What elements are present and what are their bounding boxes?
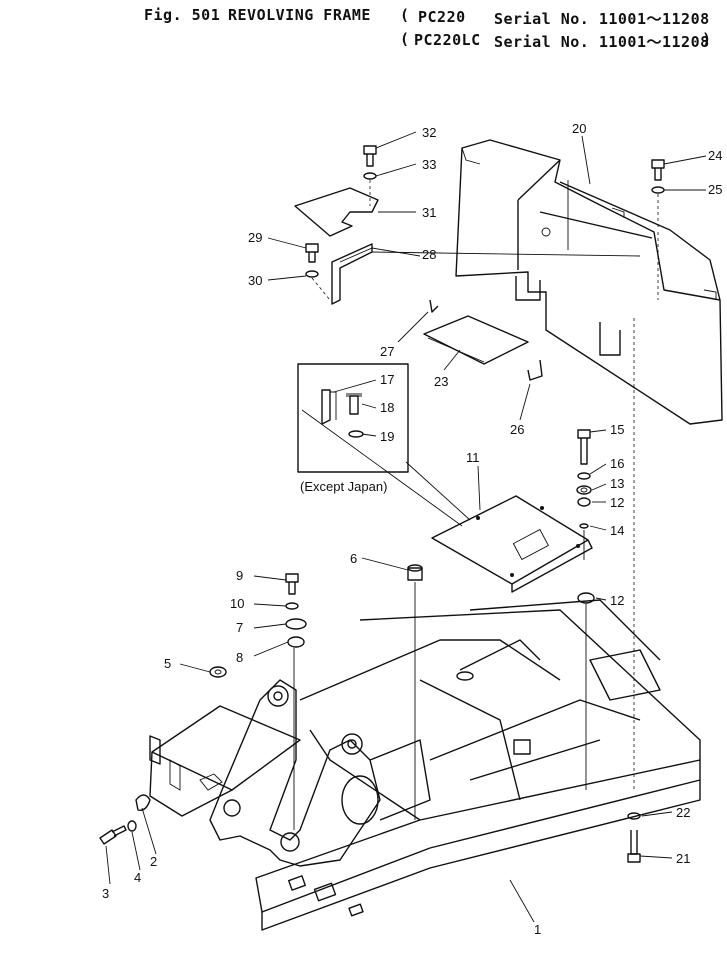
callout-17: 17 xyxy=(380,372,394,387)
plate-23 xyxy=(423,315,529,365)
callout-6: 6 xyxy=(350,551,357,566)
callout-27: 27 xyxy=(380,344,394,359)
callout-13: 13 xyxy=(610,476,624,491)
inset-box xyxy=(297,363,409,473)
callout-12-upper: 12 xyxy=(610,495,624,510)
cushion-12-upper xyxy=(577,497,591,507)
washer-30 xyxy=(305,270,319,278)
bolt-3 xyxy=(99,825,127,845)
washer-33 xyxy=(363,172,377,180)
callout-labels: 32 33 31 29 30 28 20 24 25 27 23 26 17 1… xyxy=(102,121,722,937)
callout-12-lower: 12 xyxy=(610,593,624,608)
serial-pc220lc: Serial No. 11001～11208 xyxy=(494,33,710,51)
serial-pc220: Serial No. 11001～11208 xyxy=(494,10,710,28)
callout-33: 33 xyxy=(422,157,436,172)
plate-7 xyxy=(285,618,307,630)
callout-18: 18 xyxy=(380,400,394,415)
bolt-29 xyxy=(305,243,319,263)
callout-25: 25 xyxy=(708,182,722,197)
callout-8: 8 xyxy=(236,650,243,665)
paren-open-2: ( xyxy=(400,30,410,48)
bolt-24 xyxy=(651,159,665,181)
callout-15: 15 xyxy=(610,422,624,437)
callout-22: 22 xyxy=(676,805,690,820)
callout-20: 20 xyxy=(572,121,586,136)
model-pc220lc: PC220LC xyxy=(414,31,481,49)
callout-26: 26 xyxy=(510,422,524,437)
washer-22 xyxy=(627,812,641,820)
callout-7: 7 xyxy=(236,620,243,635)
figure-title: REVOLVING FRAME xyxy=(228,6,371,24)
washer-25 xyxy=(651,186,665,194)
bolt-9 xyxy=(285,573,299,595)
model-pc220: PC220 xyxy=(418,8,466,26)
callout-23: 23 xyxy=(434,374,448,389)
boom-foot xyxy=(209,679,431,867)
leader-lines xyxy=(105,131,707,923)
callout-9: 9 xyxy=(236,568,243,583)
bracket-28 xyxy=(331,243,373,305)
cover-housing xyxy=(455,139,723,425)
callout-5: 5 xyxy=(164,656,171,671)
callout-2: 2 xyxy=(150,854,157,869)
packing-8 xyxy=(287,636,305,648)
paren-close-2: ) xyxy=(702,30,712,48)
cushion-12-lower xyxy=(577,592,595,604)
mounting-plate-11 xyxy=(431,495,593,593)
clip-27 xyxy=(429,299,439,313)
callout-3: 3 xyxy=(102,886,109,901)
battery-box xyxy=(149,705,301,817)
inset-note: (Except Japan) xyxy=(300,479,387,494)
nut-13 xyxy=(576,485,592,495)
callout-28: 28 xyxy=(422,247,436,262)
plate-31 xyxy=(294,187,379,237)
revolving-frame-1 xyxy=(255,599,701,931)
washer-10 xyxy=(285,602,299,610)
callout-21: 21 xyxy=(676,851,690,866)
washer-14 xyxy=(579,523,589,529)
callout-30: 30 xyxy=(248,273,262,288)
washer-4 xyxy=(127,820,137,832)
callout-19: 19 xyxy=(380,429,394,444)
washer-16 xyxy=(577,472,591,480)
figure-number: Fig. 501 xyxy=(144,6,221,24)
grommet-5 xyxy=(209,666,227,678)
callout-14: 14 xyxy=(610,523,624,538)
bolt-21 xyxy=(627,830,641,863)
callout-32: 32 xyxy=(422,125,436,140)
callout-24: 24 xyxy=(708,148,722,163)
bolt-32 xyxy=(363,145,377,167)
rod-26 xyxy=(527,359,543,381)
callout-4: 4 xyxy=(134,870,141,885)
paren-open-1: ( xyxy=(400,6,410,24)
plug-6 xyxy=(407,564,423,581)
callout-1: 1 xyxy=(534,922,541,937)
callout-31: 31 xyxy=(422,205,436,220)
bolt-15 xyxy=(577,429,591,465)
callout-29: 29 xyxy=(248,230,262,245)
callout-10: 10 xyxy=(230,596,244,611)
callout-11: 11 xyxy=(466,450,480,465)
callout-16: 16 xyxy=(610,456,624,471)
clamp-2 xyxy=(135,794,151,811)
